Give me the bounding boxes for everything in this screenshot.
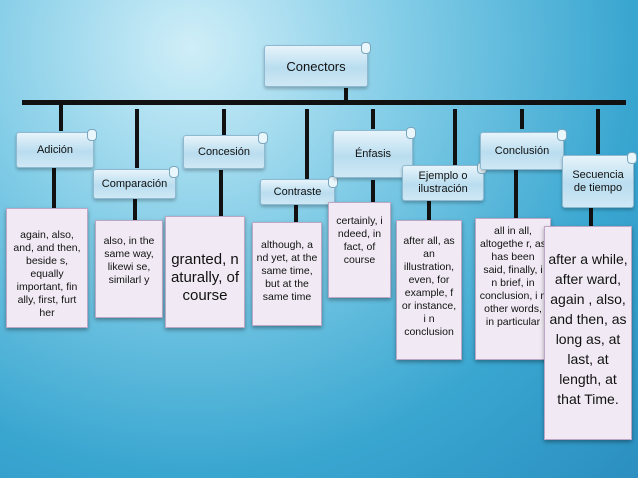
- category-node-adicion: Adición: [16, 129, 97, 168]
- example-text-concesion: granted, n aturally, of course: [170, 251, 240, 304]
- root-connector: [344, 88, 348, 102]
- example-card-ejemplo: after all, as an illustration, even, for…: [396, 220, 462, 360]
- category-node-ejemplo: Ejemplo o ilustración: [402, 162, 487, 201]
- category-label-ejemplo: Ejemplo o ilustración: [418, 170, 468, 195]
- branch-line-comparacion: [135, 109, 139, 168]
- example-text-comparacion: also, in the same way, likewi se, simila…: [103, 235, 155, 286]
- category-node-contraste: Contraste: [260, 176, 338, 205]
- category-label-enfasis: Énfasis: [354, 148, 392, 160]
- scroll-curl-icon: [258, 132, 268, 144]
- example-card-secuencia: after a while, after ward, again , also,…: [544, 226, 632, 440]
- branch-line-adicion: [59, 105, 63, 131]
- category-node-secuencia: Secuencia de tiempo: [562, 152, 637, 208]
- card-line-secuencia: [589, 208, 593, 226]
- card-line-concesion: [219, 170, 223, 216]
- branch-line-concesion: [222, 109, 226, 135]
- card-line-ejemplo: [427, 200, 431, 220]
- branch-line-secuencia: [596, 109, 600, 154]
- category-label-concesion: Concesión: [198, 146, 250, 158]
- category-node-concesion: Concesión: [183, 132, 268, 169]
- category-node-comparacion: Comparación: [93, 166, 179, 199]
- example-card-adicion: again, also, and, and then, beside s, eq…: [6, 208, 88, 328]
- horizontal-connector: [22, 100, 626, 105]
- scroll-curl-icon: [406, 127, 416, 139]
- example-text-enfasis: certainly, i ndeed, in fact, of course: [336, 215, 383, 266]
- branch-line-conclusion: [520, 109, 524, 129]
- branch-line-ejemplo: [453, 109, 457, 165]
- scroll-curl-icon: [87, 129, 97, 141]
- category-label-comparacion: Comparación: [101, 178, 168, 190]
- scroll-curl-icon: [627, 152, 637, 164]
- example-text-secuencia: after a while, after ward, again , also,…: [548, 251, 628, 407]
- branch-line-contraste: [305, 109, 309, 179]
- example-text-conclusion: all in all, altogethe r, as has been sai…: [479, 225, 547, 328]
- root-label: Conectors: [286, 58, 346, 74]
- example-card-concesion: granted, n aturally, of course: [165, 216, 245, 328]
- example-text-adicion: again, also, and, and then, beside s, eq…: [13, 229, 81, 319]
- category-label-conclusion: Conclusión: [494, 145, 550, 157]
- category-node-enfasis: Énfasis: [333, 127, 416, 178]
- category-label-contraste: Contraste: [273, 186, 322, 198]
- example-card-comparacion: also, in the same way, likewi se, simila…: [95, 220, 163, 318]
- card-line-comparacion: [133, 198, 137, 220]
- example-card-enfasis: certainly, i ndeed, in fact, of course: [328, 202, 391, 298]
- card-line-enfasis: [371, 180, 375, 202]
- category-node-conclusion: Conclusión: [480, 129, 567, 170]
- scroll-curl-icon: [169, 166, 179, 178]
- root-node: Conectors: [264, 42, 371, 87]
- branch-line-enfasis: [371, 109, 375, 129]
- example-text-contraste: although, a nd yet, at the same time, bu…: [256, 239, 318, 303]
- example-card-contraste: although, a nd yet, at the same time, bu…: [252, 222, 322, 326]
- scroll-curl-icon: [361, 42, 371, 54]
- category-label-secuencia: Secuencia de tiempo: [572, 168, 624, 194]
- category-label-adicion: Adición: [36, 144, 74, 156]
- card-line-adicion: [52, 168, 56, 208]
- card-line-conclusion: [514, 170, 518, 218]
- example-text-ejemplo: after all, as an illustration, even, for…: [401, 235, 457, 338]
- scroll-curl-icon: [557, 129, 567, 141]
- card-line-contraste: [294, 202, 298, 222]
- example-card-conclusion: all in all, altogethe r, as has been sai…: [475, 218, 551, 360]
